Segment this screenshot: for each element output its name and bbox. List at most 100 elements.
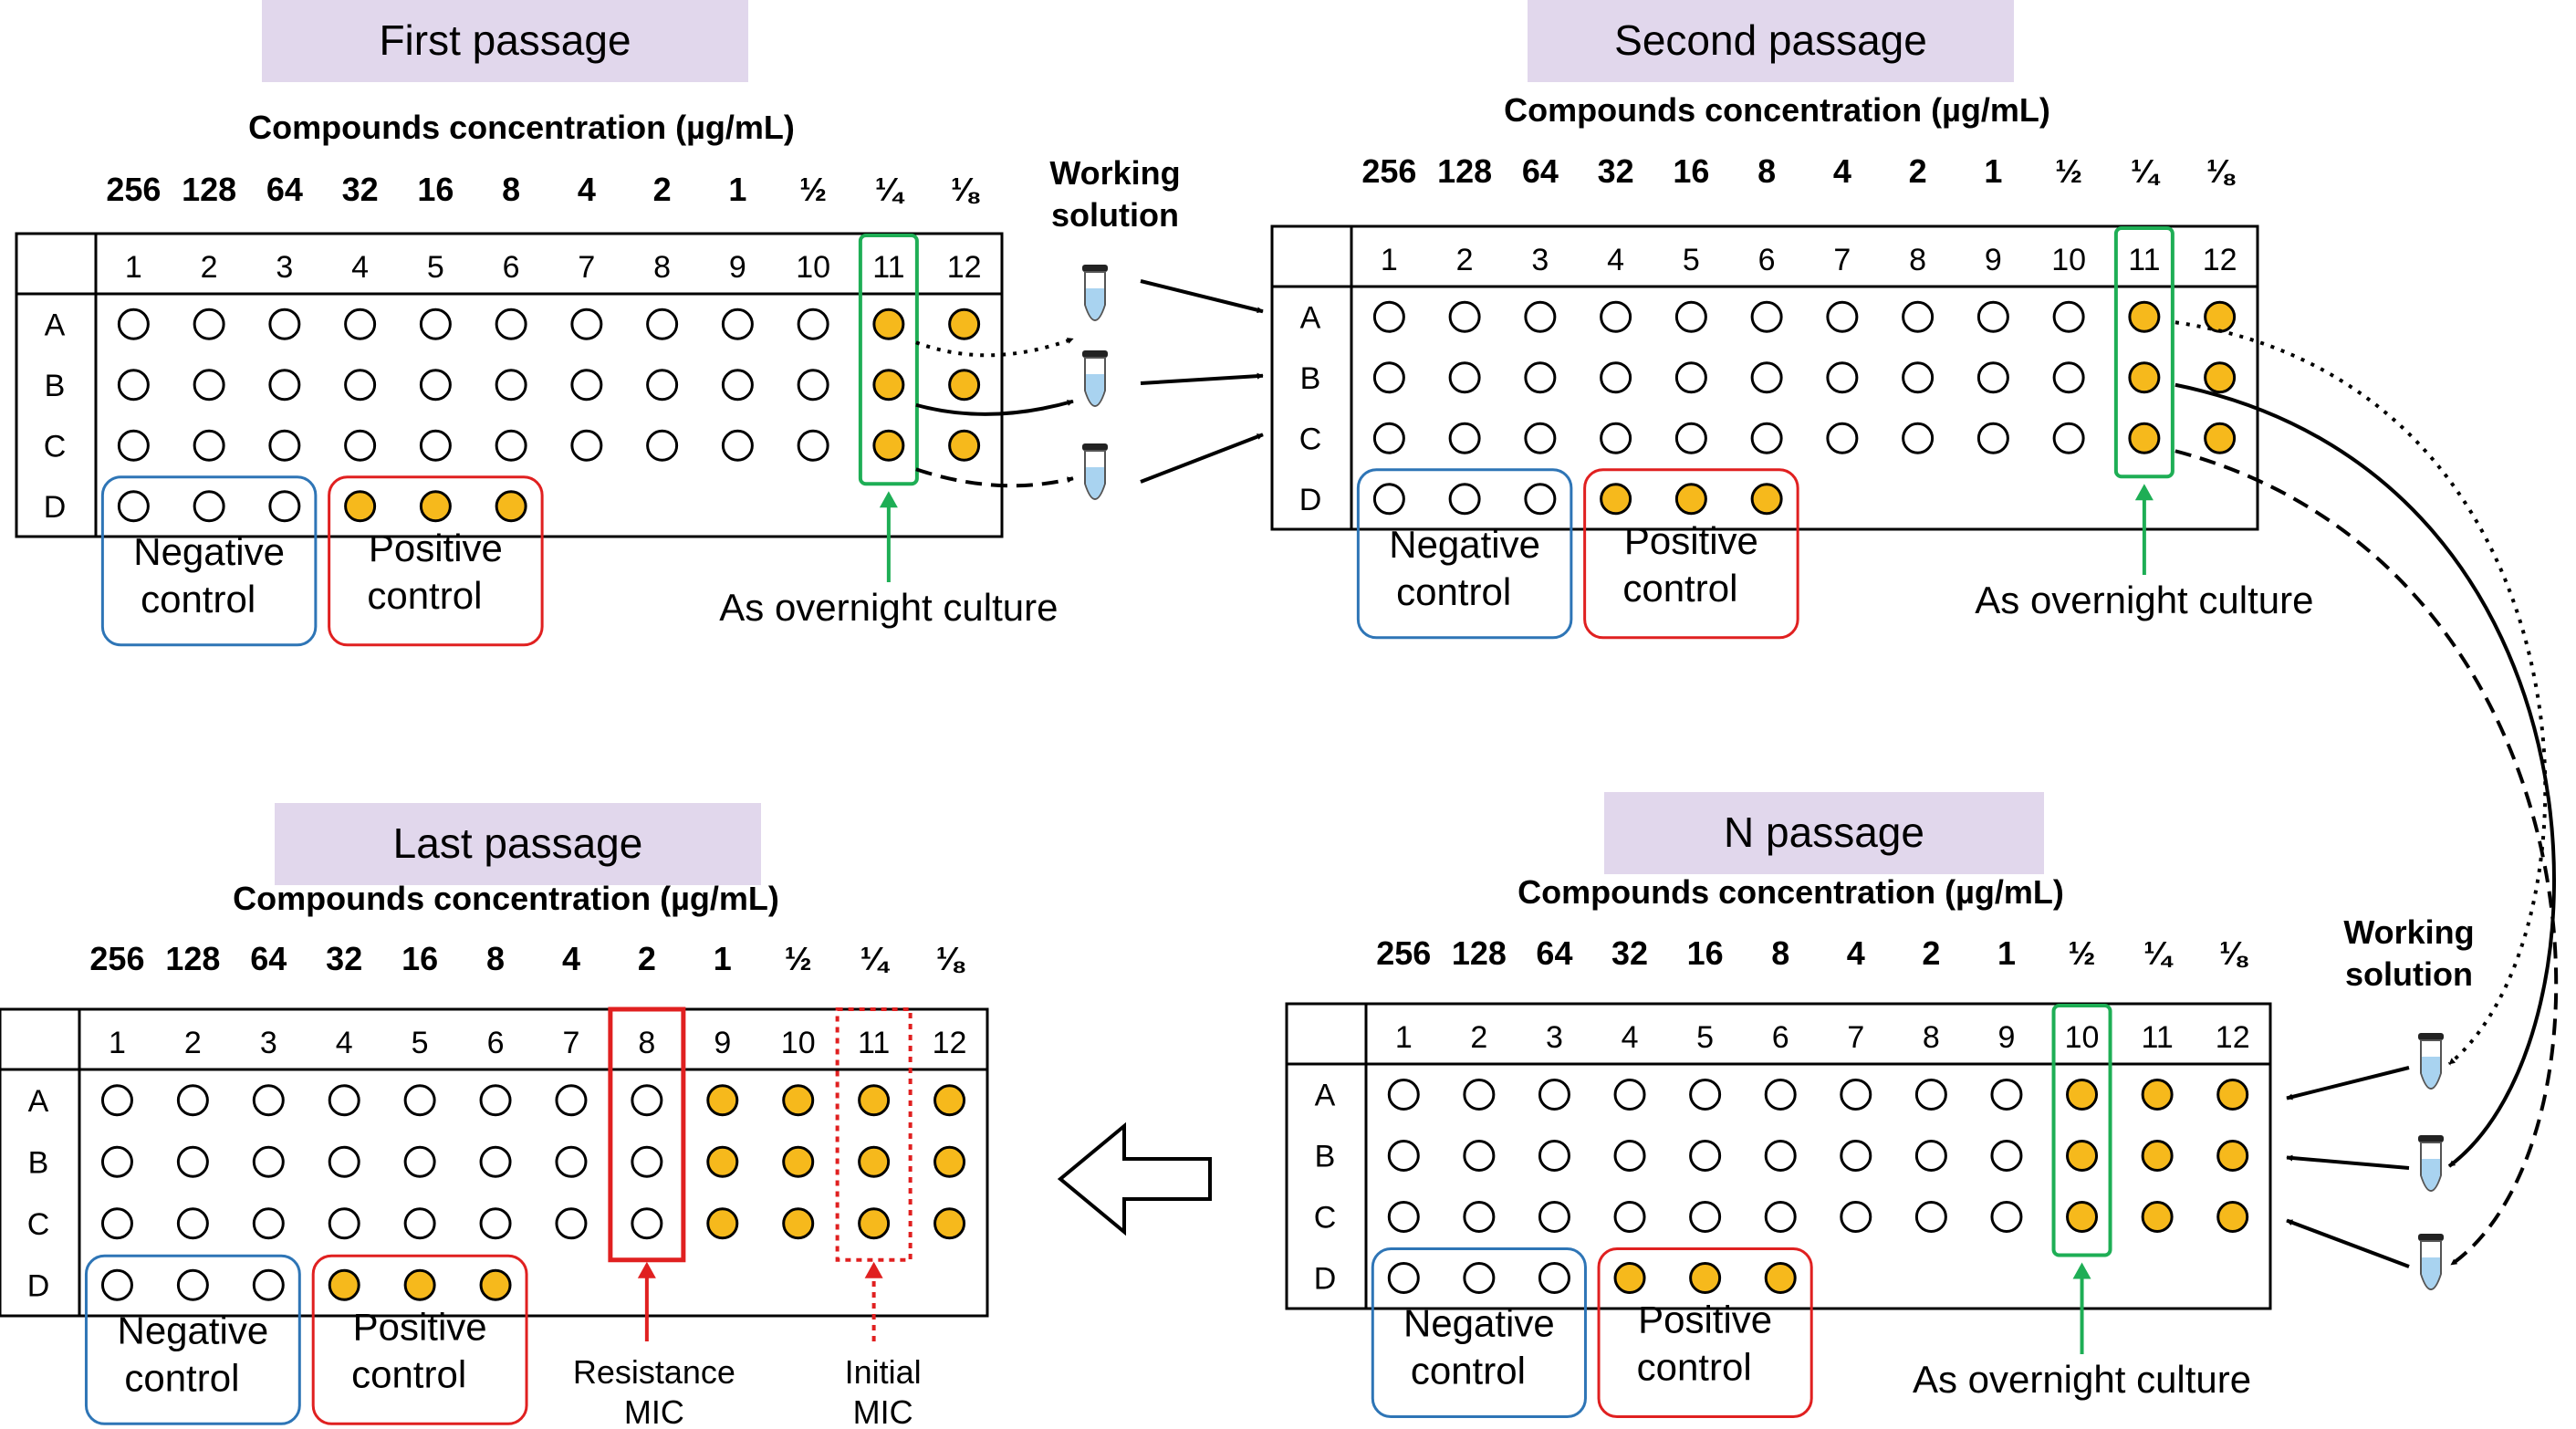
well-clear <box>252 1145 285 1178</box>
initial-mic-label: MIC <box>853 1393 913 1429</box>
row-label: D <box>27 1268 50 1303</box>
well-clear <box>721 369 754 402</box>
positive-control-box <box>1583 468 1799 640</box>
well-growth <box>872 369 905 402</box>
overnight-arrowhead <box>2072 1262 2091 1279</box>
column-number: 10 <box>2065 1020 2100 1055</box>
title-box <box>1604 792 2044 874</box>
negative-control-well <box>1387 1262 1420 1294</box>
column-number: 3 <box>276 250 293 285</box>
column-number: 2 <box>1470 1020 1487 1055</box>
overnight-column-box <box>858 234 919 486</box>
concentration-label: 1 <box>1984 152 2002 190</box>
well-clear <box>419 308 452 340</box>
positive-control-label: Positive <box>353 1305 487 1348</box>
well-clear <box>1538 1201 1570 1233</box>
well-growth <box>782 1084 815 1117</box>
well-growth <box>2204 361 2237 394</box>
inoculate-arrow <box>1140 433 1264 484</box>
concentration-label: 128 <box>1437 152 1492 190</box>
concentration-label: ⅛ <box>2219 934 2248 972</box>
panel-title: First passage <box>379 16 631 64</box>
well-growth <box>782 1145 815 1178</box>
column-number: 5 <box>427 250 444 285</box>
well-clear <box>1826 300 1859 333</box>
concentration-label: 256 <box>1361 152 1416 190</box>
negative-control-label: control <box>124 1356 239 1399</box>
negative-control-well <box>193 490 225 523</box>
concentration-label: 64 <box>266 171 303 208</box>
well-clear <box>646 308 679 340</box>
mic-arrowhead <box>637 1261 656 1278</box>
inoculate-arrow <box>1140 279 1264 314</box>
resistance-mic-label: Resistance <box>573 1353 735 1391</box>
well-growth <box>2216 1079 2249 1111</box>
overnight-culture-label: As overnight culture <box>1913 1358 2251 1401</box>
well-clear <box>328 1207 360 1240</box>
well-clear <box>1750 422 1783 454</box>
concentration-label: ¼ <box>860 940 891 977</box>
concentration-label: ⅛ <box>951 171 980 208</box>
concentration-label: ½ <box>799 171 827 208</box>
plate-grid <box>15 232 1004 538</box>
well-clear <box>1976 422 2009 454</box>
concentration-label: ¼ <box>2143 934 2174 972</box>
panel-title: Last passage <box>393 819 643 867</box>
column-number: 12 <box>947 250 982 285</box>
concentration-label: 64 <box>1536 934 1572 972</box>
progression-arrow <box>1057 1121 1212 1236</box>
well-clear <box>570 369 603 402</box>
positive-control-label: control <box>367 574 482 617</box>
positive-control-well <box>1600 483 1632 516</box>
well-clear <box>328 1145 360 1178</box>
well-growth <box>948 429 981 462</box>
inoculate-arrow <box>1140 372 1264 385</box>
plate-grid <box>1270 224 2259 531</box>
initial-mic-label: Initial <box>845 1353 922 1391</box>
well-clear <box>1448 300 1481 333</box>
well-growth <box>2216 1201 2249 1233</box>
well-clear <box>1387 1201 1420 1233</box>
column-number: 5 <box>412 1026 429 1060</box>
initial-mic-box <box>835 1007 913 1262</box>
well-clear <box>344 429 377 462</box>
negative-control-label: Negative <box>1403 1302 1555 1345</box>
concentration-heading: Compounds concentration (µg/mL) <box>233 880 779 917</box>
well-clear <box>1689 1201 1722 1233</box>
tube-cap <box>2418 1135 2444 1142</box>
well-clear <box>117 369 150 402</box>
well-clear <box>721 308 754 340</box>
concentration-label: 4 <box>1833 152 1851 190</box>
well-clear <box>1674 422 1707 454</box>
row-label: B <box>1300 361 1321 396</box>
working-solution-label: Working <box>1049 154 1180 192</box>
concentration-label: ¼ <box>2131 152 2161 190</box>
negative-control-well <box>252 1268 285 1301</box>
concentration-label: ⅛ <box>936 940 965 977</box>
positive-control-well <box>1613 1262 1646 1294</box>
concentration-label: ½ <box>785 940 812 977</box>
concentration-label: 16 <box>1687 934 1724 972</box>
well-growth <box>706 1084 739 1117</box>
concentration-label: ½ <box>2069 934 2096 972</box>
well-clear <box>1372 422 1405 454</box>
well-clear <box>344 369 377 402</box>
tube-icon <box>1082 265 1108 321</box>
well-clear <box>1524 300 1557 333</box>
column-number: 6 <box>487 1026 505 1060</box>
well-clear <box>176 1145 209 1178</box>
column-number: 5 <box>1696 1020 1714 1055</box>
column-number: 2 <box>184 1026 202 1060</box>
positive-control-well <box>1689 1262 1722 1294</box>
concentration-label: 1 <box>714 940 732 977</box>
well-clear <box>1976 300 2009 333</box>
well-clear <box>1463 1201 1496 1233</box>
column-number: 2 <box>201 250 218 285</box>
tube-liquid <box>1086 467 1104 498</box>
well-clear <box>1976 361 2009 394</box>
concentration-label: 16 <box>1673 152 1709 190</box>
well-clear <box>268 429 301 462</box>
well-clear <box>1764 1201 1797 1233</box>
well-growth <box>2204 422 2237 454</box>
